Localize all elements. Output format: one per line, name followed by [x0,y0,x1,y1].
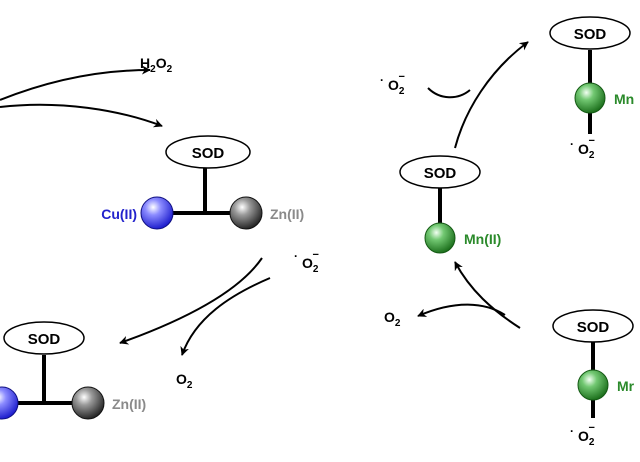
sod-ellipse [552,309,634,343]
sod-ellipse [3,321,85,355]
mn-arrow-superoxide-join [427,87,471,99]
mn-superoxide-in: ·O2− [380,71,405,97]
cuzn-superoxide-label: ·O2− [294,249,319,275]
cuzn-arrow-to-o2 [180,277,271,356]
sod-ellipse [549,16,631,50]
sod-ellipse [399,155,481,189]
mn-label: Mr [617,378,635,394]
cuzn-arrow-to-sod-bottom [119,257,263,345]
mn-arrow-to-o2 [417,303,506,317]
mn-superoxide-bound-top: ·O2− [570,135,595,161]
cuzn-o2-label: O2 [176,371,193,391]
zn-label: Zn(II) [270,206,304,222]
cu-atom [0,386,19,420]
sod-label: SOD [577,319,610,336]
mn-atom [574,82,606,114]
mn-o2-label: O2 [384,309,401,329]
h2o2-label: H2O2 [140,55,173,75]
sod-label: SOD [424,165,457,182]
mn-atom [577,369,609,401]
mn-label: Mn [614,91,634,107]
mn-arrow-up-to-sod-middle [454,261,521,329]
cu-atom [140,196,174,230]
cuzn-arrow-to-h2o2 [0,65,151,101]
sod-ellipse [165,135,251,169]
cu-label: Cu(II) [101,206,137,222]
mn-label: Mn(II) [464,231,501,247]
cuzn-sod-complex-bottom: SOD Zn(II) [0,321,146,420]
sod-label: SOD [192,145,225,162]
mn-sod-complex-top: SOD Mn [549,16,634,134]
mn-atom [424,222,456,254]
cuzn-arrow-to-sod-top [0,103,163,128]
sod-label: SOD [28,331,61,348]
mn-arrow-up-to-sod-top [454,41,529,149]
sod-label: SOD [574,26,607,43]
cuzn-sod-complex-top: SOD Cu(II) Zn(II) [101,135,304,230]
zn-label: Zn(II) [112,396,146,412]
zn-atom [71,386,105,420]
zn-atom [229,196,263,230]
mn-sod-complex-middle: SOD Mn(II) [399,155,501,254]
mn-sod-complex-bottom: SOD Mr [552,309,635,418]
mn-superoxide-bound-bottom: ·O2− [570,422,595,448]
